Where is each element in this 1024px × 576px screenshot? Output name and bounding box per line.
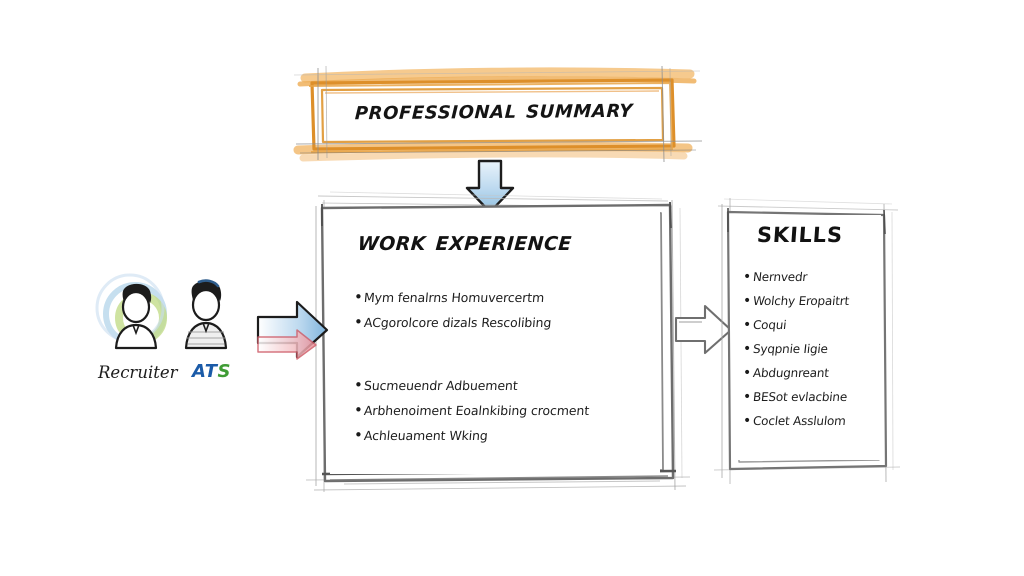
list-item-label: Syqpnie Iigie [752,342,829,356]
list-item: • Nernvedr [742,269,884,286]
skills-card[interactable]: SKILLS • Nernvedr • Wolchy Eropaitrt • C… [733,215,881,460]
list-item: • Coqui [742,317,884,334]
list-item-label: BESot evlacbine [752,390,848,404]
work-experience-title: Work Experience [356,226,573,257]
list-item-label: Achleuament Wking [363,428,489,443]
list-item: • Mym fenalrns Homuvercertm [353,288,647,307]
ats-avatar [184,279,228,350]
list-item: • Coclet Asslulom [742,413,884,430]
ats-label-suffix: S [217,361,231,382]
list-item-label: ACgorolcore dizals Rescolibing [363,315,552,330]
bullet-dot: • [743,293,752,309]
list-item-label: Mym fenalrns Homuvercertm [363,290,545,305]
list-item: • Achleuament Wking [353,426,647,445]
summary-banner-frame [293,65,703,163]
bullet-dot: • [743,341,752,357]
work-filler-gap [354,354,646,376]
list-item-label: Coclet Asslulom [752,414,847,428]
list-item: • ACgorolcore dizals Rescolibing [353,313,647,332]
list-item-label: Nernvedr [752,270,808,284]
bullet-dot: • [354,426,363,444]
list-item: • Syqpnie Iigie [742,341,884,358]
bullet-dot: • [743,389,752,405]
ats-label: ATS [192,361,231,382]
list-item-label: Sucmeuendr Adbuement [363,378,519,393]
list-item: • Arbhenoiment Eoalnkibing crocment [353,401,647,420]
right-arrow-outline-icon [674,304,733,355]
list-item: • Sucmeuendr Adbuement [353,376,647,395]
actors-group: Recruiter ATS [98,282,262,382]
list-item-label: Arbhenoiment Eoalnkibing crocment [363,403,590,418]
list-item-label: Coqui [752,318,788,332]
bullet-dot: • [354,401,363,419]
work-experience-bullet-list: • Mym fenalrns Homuvercertm • ACgorolcor… [354,288,646,451]
bullet-dot: • [743,365,752,381]
recruiter-label: Recruiter [98,363,178,382]
skills-title: SKILLS [756,223,844,247]
bullet-dot: • [354,376,363,394]
work-filler-spacer [354,338,646,354]
professional-summary-title: Professional Summary [354,93,634,126]
recruiter-avatar [95,273,167,350]
bullet-dot: • [743,317,752,333]
right-arrow-icon [256,300,329,360]
professional-summary-banner[interactable]: Professional Summary [318,82,670,137]
bullet-dot: • [743,269,752,285]
skills-bullet-list: • Nernvedr • Wolchy Eropaitrt • Coqui • … [743,269,883,437]
list-item-label: Wolchy Eropaitrt [752,294,850,308]
bullet-dot: • [354,313,363,331]
down-arrow-icon [465,159,515,214]
bullet-dot: • [354,288,363,306]
ats-label-prefix: AT [192,361,218,382]
work-experience-card[interactable]: Work Experience • Mym fenalrns Homuverce… [330,212,660,474]
list-item: • Abdugnreant [742,365,884,382]
list-item-label: Abdugnreant [752,366,830,380]
bullet-dot: • [743,413,752,429]
list-item: • BESot evlacbine [742,389,884,406]
list-item: • Wolchy Eropaitrt [742,293,884,310]
